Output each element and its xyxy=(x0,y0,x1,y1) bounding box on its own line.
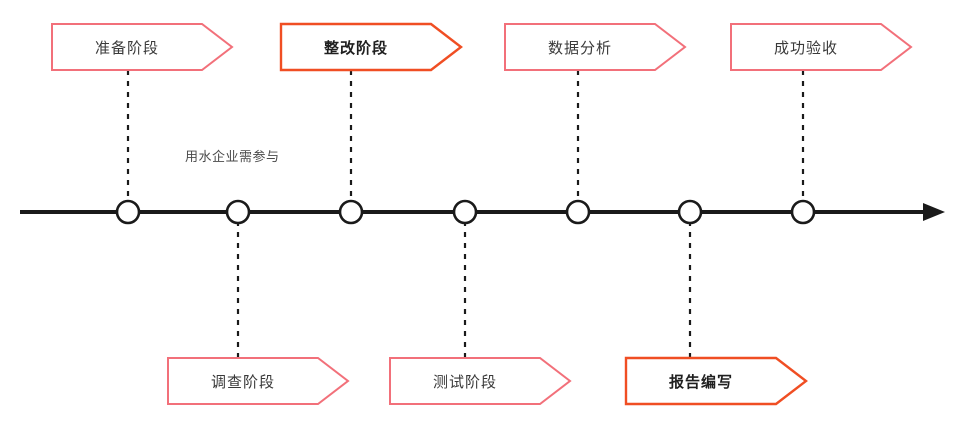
stage-chevron-s6[interactable] xyxy=(624,356,808,406)
stage-chevron-s4[interactable] xyxy=(389,357,572,405)
timeline-marker-m1[interactable] xyxy=(115,199,141,225)
timeline-marker-m7[interactable] xyxy=(790,199,816,225)
stage-chevron-s2[interactable] xyxy=(167,357,350,405)
chevron-layer xyxy=(51,22,913,406)
timeline-marker-m4[interactable] xyxy=(452,199,478,225)
timeline-marker-m5[interactable] xyxy=(565,199,591,225)
timeline-marker-m6[interactable] xyxy=(677,199,703,225)
stage-chevron-s7[interactable] xyxy=(730,23,913,71)
timeline-marker-m3[interactable] xyxy=(338,199,364,225)
connector-layer xyxy=(126,70,805,358)
timeline-marker-layer xyxy=(115,199,816,225)
stage-chevron-s1[interactable] xyxy=(51,23,234,71)
stage-chevron-s3[interactable] xyxy=(279,22,463,72)
timeline-arrowhead-icon xyxy=(923,203,945,221)
timeline-marker-m2[interactable] xyxy=(225,199,251,225)
stage-chevron-s5[interactable] xyxy=(504,23,687,71)
timeline-annotation: 用水企业需参与 xyxy=(185,149,280,164)
